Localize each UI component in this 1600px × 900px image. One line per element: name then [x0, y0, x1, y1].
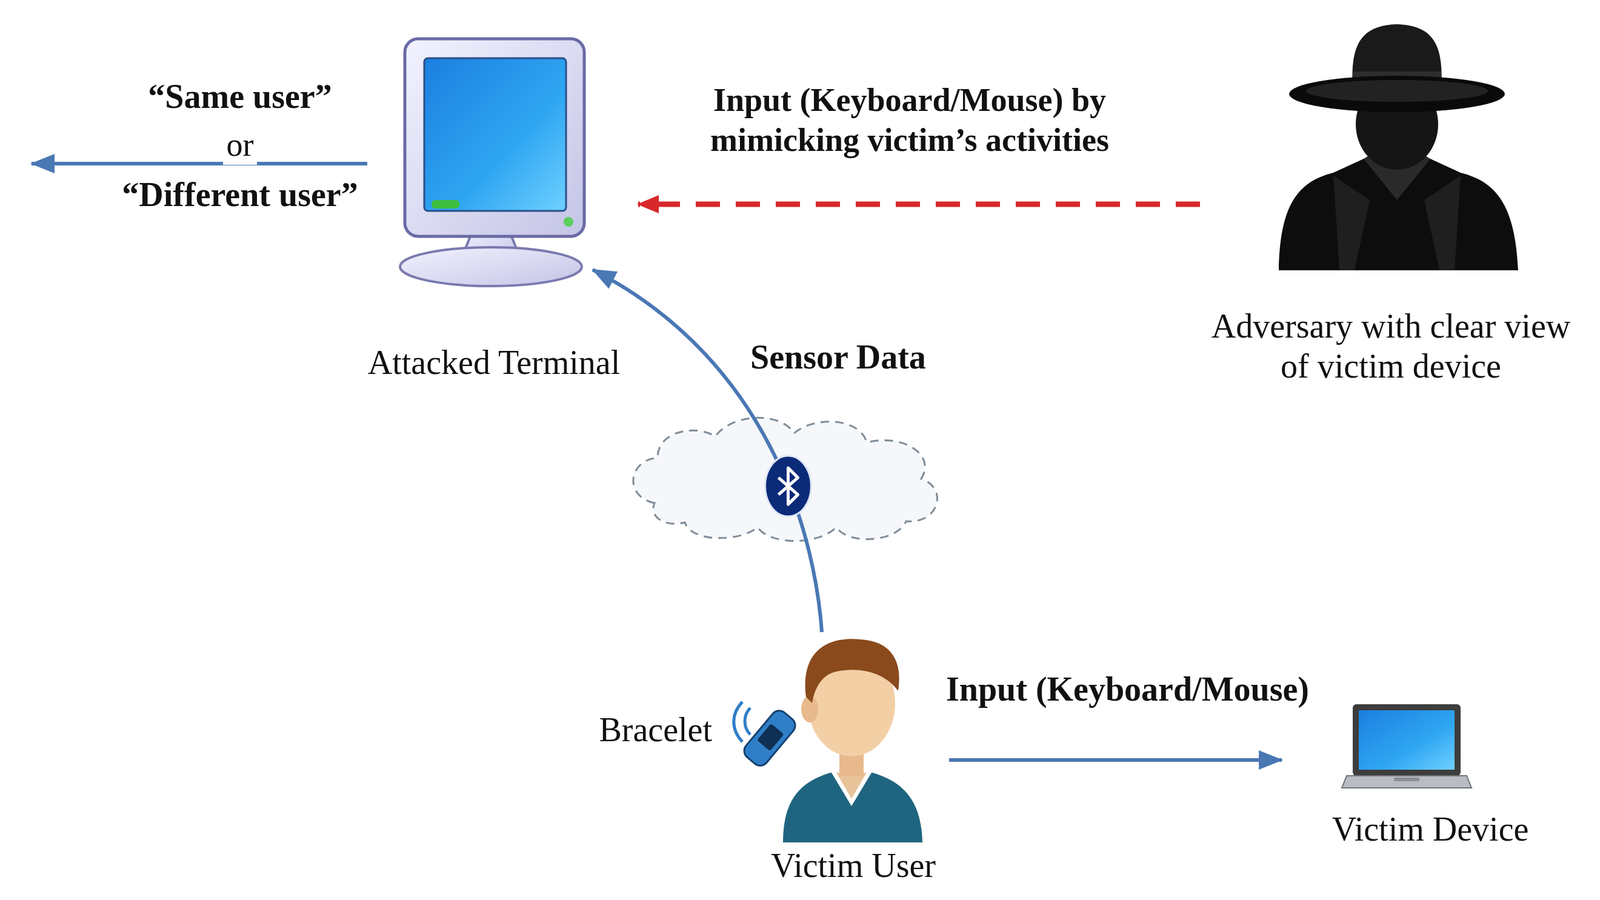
data-arrow [949, 758, 1282, 762]
output-label: or [223, 124, 258, 165]
node-caption: Victim Device [1315, 809, 1546, 850]
user-icon [783, 638, 923, 843]
icon-node: Victim User [780, 633, 927, 843]
output-label: “Same user” [144, 76, 336, 117]
icon-node: Bracelet [730, 700, 794, 767]
icon-node: Victim Device [1339, 703, 1473, 794]
edge-label: Input (Keyboard/Mouse) by mimicking vict… [639, 80, 1180, 160]
laptop-icon [1341, 704, 1472, 788]
bracelet-icon [733, 701, 799, 770]
adversary-icon [1278, 24, 1519, 271]
wireless-cloud [633, 417, 938, 541]
output-label: “Different user” [118, 174, 362, 215]
node-caption: Victim User [701, 845, 1005, 886]
node-caption: Attacked Terminal [339, 342, 649, 383]
node-caption: Bracelet [554, 709, 713, 750]
attack-input-arrow [638, 201, 1200, 208]
icon-node: Attacked Terminal [396, 33, 590, 288]
icon-node: Adversary with clear view of victim devi… [1272, 18, 1522, 273]
node-caption: Adversary with clear view of victim devi… [1196, 306, 1585, 387]
output-arrow [31, 161, 368, 166]
edge-label: Sensor Data [746, 336, 930, 377]
edge-label: Input (Keyboard/Mouse) [942, 669, 1313, 710]
data-arrow [592, 269, 822, 633]
monitor-icon [400, 38, 585, 287]
bluetooth-badge [764, 455, 811, 517]
